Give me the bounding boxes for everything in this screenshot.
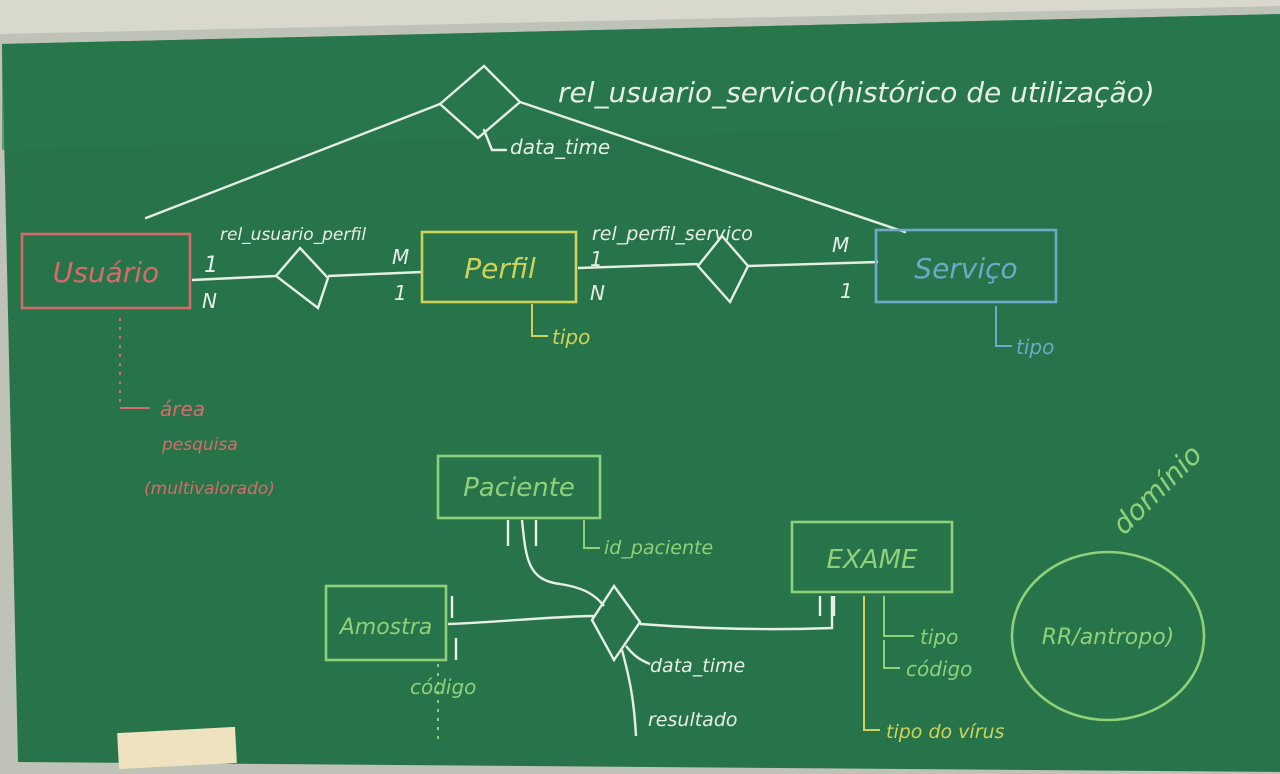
chalkboard [2,14,1280,772]
exame-attr-hook-virus [863,596,880,731]
card-servico-1: 1 [840,279,853,303]
ternary-diamond [590,583,642,663]
board-shade [2,14,1280,150]
entity-perfil-label: Perfil [464,252,536,285]
entity-amostra [324,584,448,662]
line-diamond-to-exame [639,596,834,631]
paciente-attr-id: id_paciente [604,537,713,559]
card-usuario-N: N [202,289,217,313]
entity-exame-label: EXAME [827,545,918,575]
card-servico-M: M [832,233,849,257]
entity-exame [790,520,954,594]
servico-attr-hook [995,306,1012,347]
eraser [117,726,237,770]
rel-perfil-servico [577,234,879,305]
perfil-attr-hook [531,304,548,337]
exame-attr-codigo: código [906,657,972,681]
card-perfil-left-1: 1 [394,281,407,305]
rel-usuario-perfil-label: rel_usuario_perfil [220,225,366,245]
line-paciente-to-diamond [520,519,605,607]
entity-servico-label: Serviço [914,252,1017,285]
dominio-circle-label: RR/antropo) [1042,625,1175,650]
card-usuario-1: 1 [204,253,218,278]
hook-data-time [625,645,651,666]
servico-attr-tipo: tipo [1016,335,1054,359]
card-perfil-right-1: 1 [590,247,603,271]
assoc-attr-resultado: resultado [648,709,738,731]
entity-usuario-label: Usuário [53,256,159,289]
data-time-top-label: data_time [510,135,610,159]
rel-perfil-servico-diamond [696,234,750,305]
usuario-attr-pesquisa: pesquisa [161,435,238,455]
participation-marks [450,520,836,660]
rel-usuario-servico-label: rel_usuario_servico(histórico de utiliza… [558,76,1155,109]
amostra-attr-codigo: código [410,675,476,699]
entity-servico [874,228,1058,304]
perfil-attr-tipo: tipo [552,325,590,349]
entity-paciente-label: Paciente [463,473,575,503]
entity-amostra-label: Amostra [338,615,433,640]
assoc-attr-data-time: data_time [650,655,745,677]
card-perfil-right-N: N [590,281,605,305]
dominio-circle [1010,550,1206,722]
exame-attr-hook-tipo [883,596,914,637]
line-usuario-to-diamond [144,102,442,220]
exame-attr-tipo: tipo [920,625,958,649]
entity-paciente [436,454,602,520]
rel-usuario-perfil [191,246,423,310]
rel-usuario-servico [144,64,907,234]
exame-attr-hook-codigo [883,640,900,669]
line-diamond-to-servico [518,100,907,234]
entity-usuario [20,232,192,310]
rel-usuario-servico-diamond [438,64,522,140]
exame-attr-tipo-virus: tipo do vírus [886,721,1005,743]
usuario-attr-note: (multivalorado) [144,479,275,499]
card-perfil-left-M: M [392,245,409,269]
line-amostra-to-diamond [447,614,595,626]
rel-usuario-perfil-diamond [274,246,330,310]
rel-perfil-servico-label: rel_perfil_servico [592,223,753,245]
paciente-attr-hook [583,520,600,549]
ternary-association [447,519,834,737]
data-time-hook [482,128,508,152]
hook-resultado [620,649,638,737]
usuario-attr-area: área [160,397,205,421]
entity-perfil [420,230,578,304]
